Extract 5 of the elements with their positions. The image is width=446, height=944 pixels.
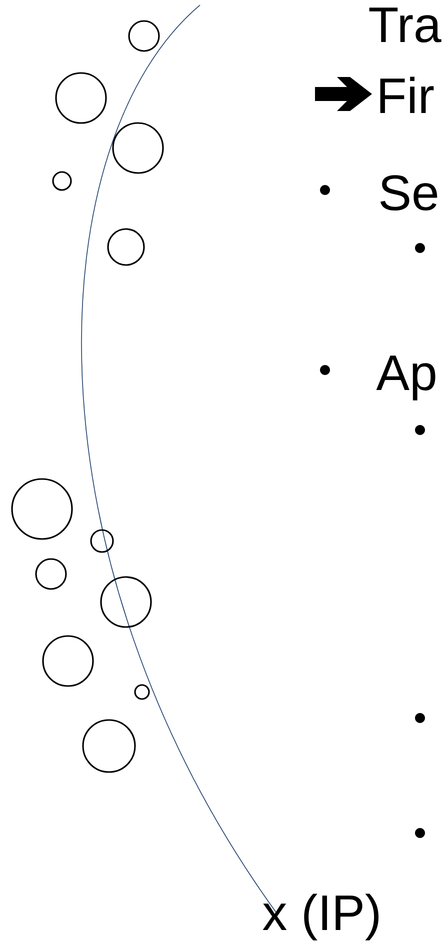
slide-text: Tra [369,8,442,42]
slide-text: Fir [380,76,434,113]
slide-text: Ap [376,356,436,400]
slide-text: x (IP) [262,894,378,940]
slide-text: Se [380,175,438,210]
